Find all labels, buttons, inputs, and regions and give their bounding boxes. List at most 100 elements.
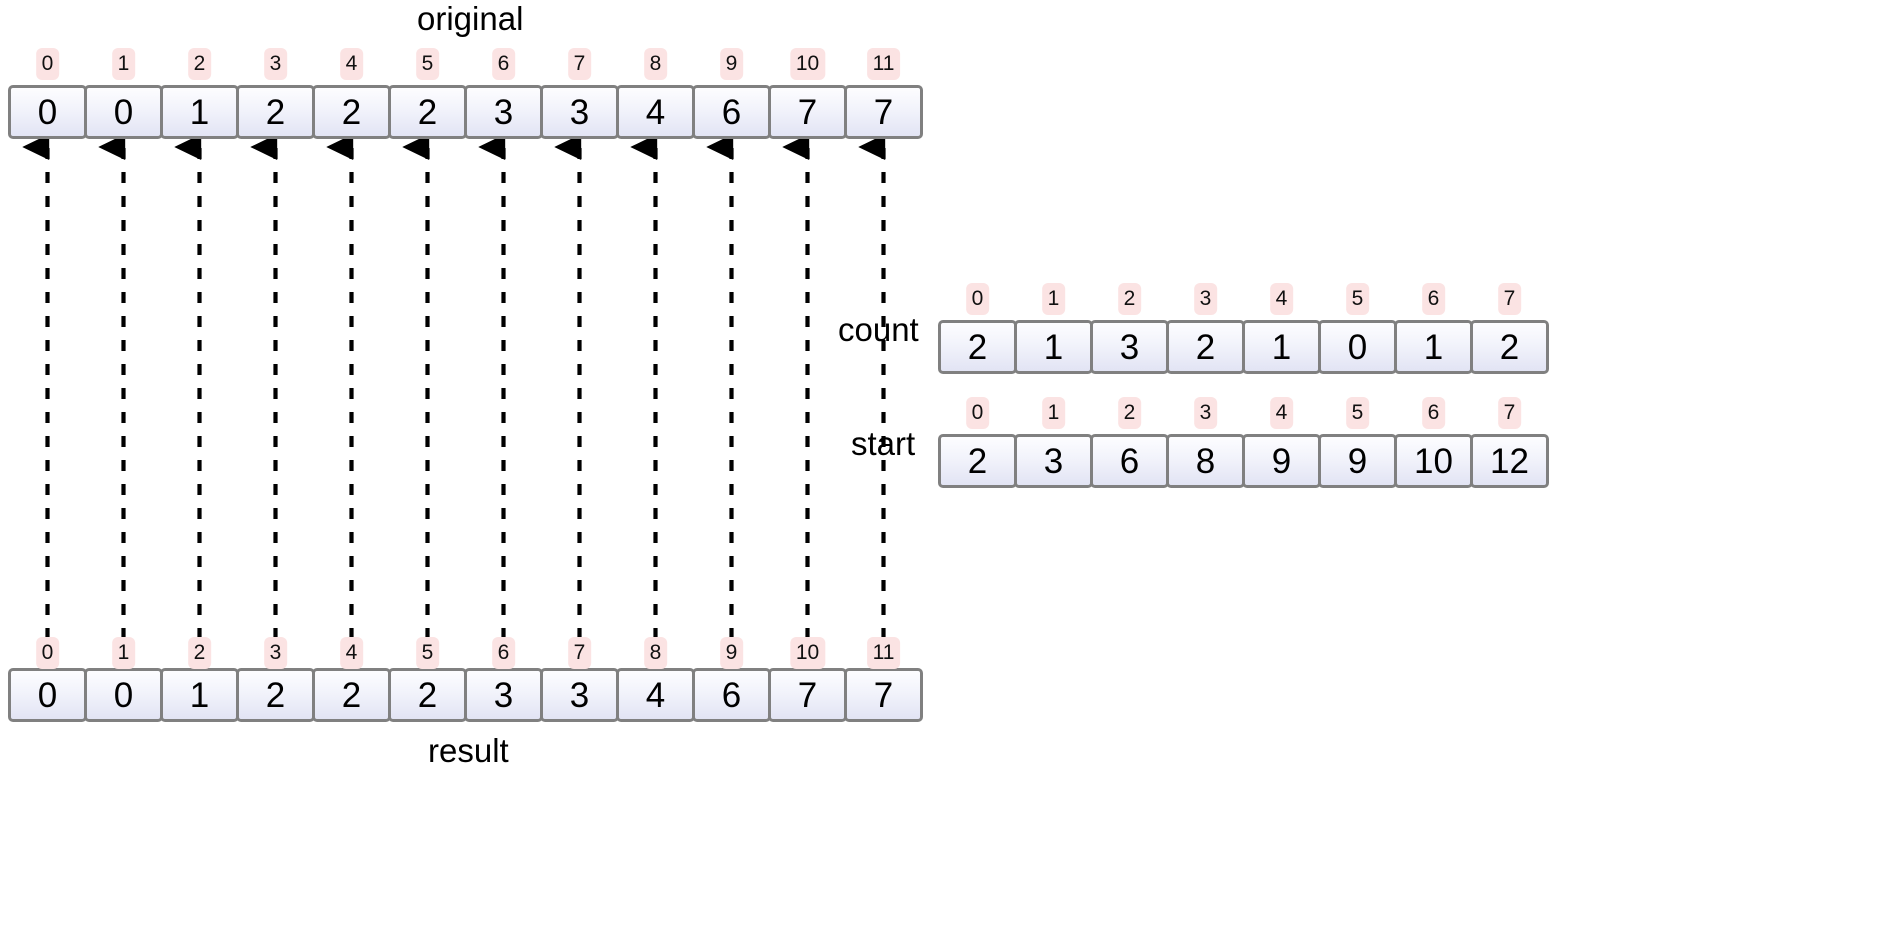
cell-value: 2 (1195, 327, 1216, 367)
cell-value: 10 (1414, 441, 1453, 481)
cell-value: 4 (645, 675, 666, 715)
cell-index-badge: 0 (35, 48, 60, 80)
cell-value: 4 (645, 92, 666, 132)
cell-index-badge: 7 (1497, 397, 1522, 429)
cell-value: 1 (189, 92, 210, 132)
cell-index-badge: 10 (789, 637, 826, 669)
cell-index-badge: 6 (491, 48, 516, 80)
cell-index-badge: 3 (263, 637, 288, 669)
cell-index-badge: 9 (719, 48, 744, 80)
cell-value: 9 (1271, 441, 1292, 481)
cell-value: 2 (341, 675, 362, 715)
cell-index-badge: 2 (1117, 283, 1142, 315)
cell-value: 1 (1423, 327, 1444, 367)
cell-index-badge: 5 (1345, 283, 1370, 315)
cell-index-badge: 2 (187, 48, 212, 80)
cell-index-badge: 11 (866, 48, 901, 80)
cell-value: 0 (37, 92, 58, 132)
cell-index-badge: 6 (1421, 397, 1446, 429)
cell-value: 3 (569, 92, 590, 132)
cell-value: 3 (1043, 441, 1064, 481)
cell-index-badge: 8 (643, 637, 668, 669)
cell-value: 0 (113, 675, 134, 715)
cell-index-badge: 4 (339, 48, 364, 80)
cell-value: 0 (37, 675, 58, 715)
cell-value: 3 (1119, 327, 1140, 367)
cell-index-badge: 1 (1041, 397, 1066, 429)
cell-index-badge: 3 (1193, 397, 1218, 429)
cell-value: 3 (493, 675, 514, 715)
label-start: start (851, 425, 916, 462)
cell-value: 0 (113, 92, 134, 132)
cell-value: 2 (967, 441, 988, 481)
cell-index-badge: 4 (1269, 397, 1294, 429)
cell-index-badge: 0 (965, 283, 990, 315)
cell-value: 1 (1043, 327, 1064, 367)
cell-index-badge: 5 (415, 48, 440, 80)
cell-value: 3 (569, 675, 590, 715)
cell-index-badge: 3 (263, 48, 288, 80)
cell-value: 2 (341, 92, 362, 132)
cell-value: 7 (797, 675, 818, 715)
cell-index-badge: 0 (965, 397, 990, 429)
cell-value: 6 (721, 92, 742, 132)
cell-value: 1 (189, 675, 210, 715)
cell-value: 6 (721, 675, 742, 715)
cell-index-badge: 6 (491, 637, 516, 669)
cell-index-badge: 3 (1193, 283, 1218, 315)
cell-value: 0 (1347, 327, 1368, 367)
title-result: result (428, 732, 509, 769)
cell-value: 8 (1195, 441, 1216, 481)
cell-value: 2 (265, 92, 286, 132)
cell-value: 7 (797, 92, 818, 132)
title-original: original (417, 0, 524, 37)
cell-index-badge: 2 (1117, 397, 1142, 429)
cell-value: 1 (1271, 327, 1292, 367)
cell-index-badge: 7 (567, 637, 592, 669)
